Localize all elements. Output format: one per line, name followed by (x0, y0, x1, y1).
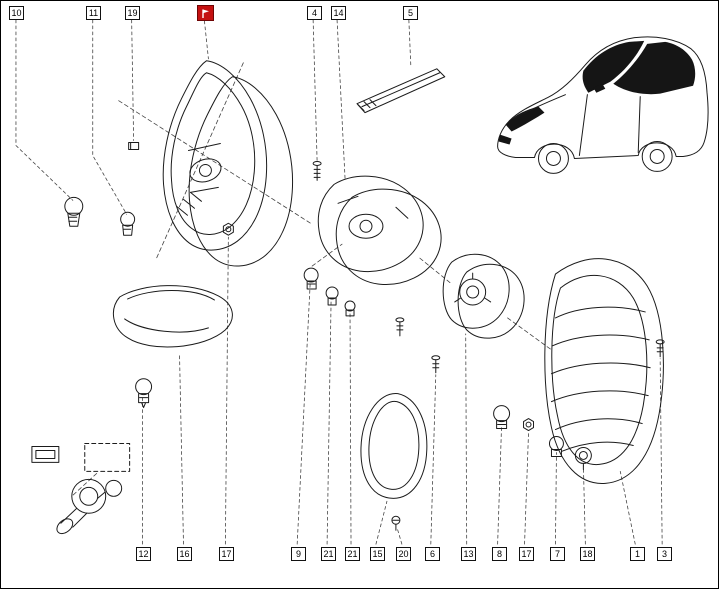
callout-bottom-20[interactable]: 20 (396, 547, 411, 561)
callout-bottom-12[interactable]: 12 (136, 547, 151, 561)
callout-label: 11 (88, 7, 99, 18)
callout-label: 17 (221, 548, 232, 559)
callout-bottom-15[interactable]: 15 (370, 547, 385, 561)
callout-top-11[interactable]: 11 (86, 6, 101, 20)
callout-top-14[interactable]: 14 (331, 6, 346, 20)
bulb-holder-assembly-art (31, 442, 131, 535)
callout-label: 13 (463, 548, 474, 559)
callout-label: 12 (138, 548, 149, 559)
callout-bottom-18[interactable]: 18 (580, 547, 595, 561)
side-indicator-lens-art (112, 285, 233, 348)
rear-lamp-lens-art (544, 258, 664, 484)
callout-top-10[interactable]: 10 (9, 6, 24, 20)
callout-label: 19 (127, 7, 138, 18)
gasket-art (360, 393, 428, 531)
callout-bottom-3[interactable]: 3 (657, 547, 672, 561)
callout-label: 10 (11, 7, 22, 18)
callout-label: 17 (521, 548, 532, 559)
callout-label: 18 (582, 548, 593, 559)
callout-label: 9 (295, 548, 301, 559)
callout-label: 4 (311, 7, 317, 18)
car-illustration (497, 36, 709, 174)
callout-label: 7 (554, 548, 560, 559)
callout-bottom-1[interactable]: 1 (630, 547, 645, 561)
callout-label: 21 (347, 548, 358, 559)
callout-top-5[interactable]: 5 (403, 6, 418, 20)
callout-bottom-17-a[interactable]: 17 (219, 547, 234, 561)
callout-label: 6 (429, 548, 435, 559)
callout-label: 8 (496, 548, 502, 559)
callout-bottom-13[interactable]: 13 (461, 547, 476, 561)
callout-top-4[interactable]: 4 (307, 6, 322, 20)
assembly-axes (72, 62, 552, 496)
callout-label: 20 (398, 548, 409, 559)
callout-bottom-9[interactable]: 9 (291, 547, 306, 561)
callout-top-19[interactable]: 19 (125, 6, 140, 20)
callout-bottom-6[interactable]: 6 (425, 547, 440, 561)
flag-icon (202, 9, 209, 18)
callout-bottom-8[interactable]: 8 (492, 547, 507, 561)
callout-label: 1 (634, 548, 640, 559)
callout-label: 21 (323, 548, 334, 559)
callout-bottom-17-b[interactable]: 17 (519, 547, 534, 561)
callout-selected-marker[interactable] (197, 5, 214, 21)
callout-label: 5 (407, 7, 413, 18)
callout-label: 3 (661, 548, 667, 559)
callout-bottom-7[interactable]: 7 (550, 547, 565, 561)
callout-label: 15 (372, 548, 383, 559)
center-lamp-art (317, 175, 442, 285)
small-lamp-art (442, 253, 525, 339)
bulbs-and-fasteners-art (64, 142, 665, 470)
trim-strip-art (356, 68, 446, 114)
callout-label: 16 (179, 548, 190, 559)
callout-bottom-16[interactable]: 16 (177, 547, 192, 561)
tail-lamp-housing-art (162, 60, 294, 267)
leader-lines (15, 19, 663, 545)
callout-label: 14 (333, 7, 344, 18)
callout-bottom-21-b[interactable]: 21 (345, 547, 360, 561)
callout-bottom-21-a[interactable]: 21 (321, 547, 336, 561)
